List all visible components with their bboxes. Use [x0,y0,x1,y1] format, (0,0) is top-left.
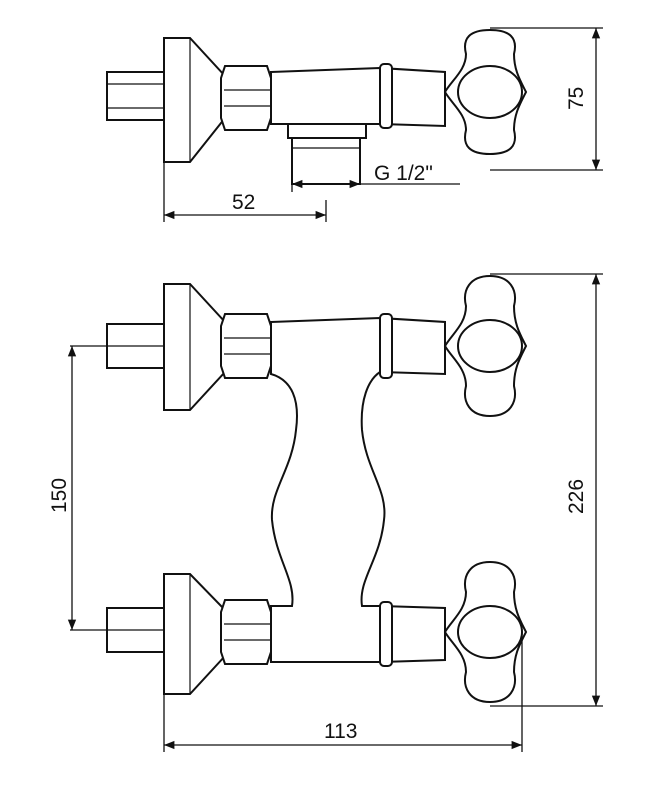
lower-cross-handle [443,560,528,704]
side-wall-flange [163,37,226,163]
side-view: 52 G 1/2" 75 [106,27,603,222]
side-outlet-thread [291,137,361,185]
upper-cross-handle [443,274,528,418]
lower-wall-flange [163,573,226,695]
lower-hex-nut [220,599,272,665]
dim-226-label: 226 [565,479,588,514]
side-inlet-pipe [106,71,165,121]
thread-label: G 1/2" [374,162,433,185]
side-cross-handle [443,28,528,156]
side-outlet-nut [287,123,367,139]
upper-wall-flange [163,283,226,411]
front-view: 150 226 113 [48,273,603,752]
dim-52-label: 52 [232,191,255,214]
dim-75-label: 75 [565,87,588,110]
side-hex-nut [220,65,272,131]
mixer-body [270,316,446,663]
dim-150-label: 150 [48,478,71,513]
dim-113-label: 113 [324,720,357,743]
upper-hex-nut [220,313,272,379]
side-valve-body [270,66,446,128]
